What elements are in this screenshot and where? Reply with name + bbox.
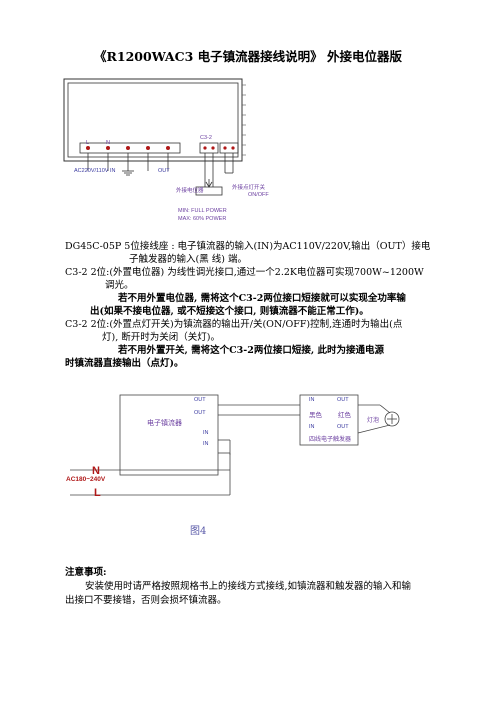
igniter-label: 四线电子触发器 bbox=[309, 437, 352, 443]
lamp-label: 灯泡 bbox=[367, 418, 380, 424]
notes-line-1: 安装使用时请严格按照规格书上的接线方式接线,如镇流器和触发器的输入和输 bbox=[85, 581, 412, 592]
notes-heading: 注意事项: bbox=[65, 567, 107, 578]
c3-connector-label: C3-2 bbox=[200, 135, 212, 141]
description-line-8: 灯), 断开时为关闭（关灯)。 bbox=[102, 332, 220, 343]
description-line-3: C3-2 2位:(外置电位器) 为线性调光接口,通过一个2.2K电位器可实现70… bbox=[65, 267, 424, 278]
switch-label: 外接点灯开关 bbox=[232, 185, 266, 191]
igniter-out-2: OUT bbox=[337, 424, 349, 430]
potentiometer-label: 外接电位器 bbox=[176, 188, 204, 194]
l-line-label: L bbox=[94, 487, 101, 499]
description-line-5: 若不用外置电位器, 需将这个C3-2两位接口短接就可以实现全功率输 bbox=[118, 293, 406, 304]
ballast-out-2: OUT bbox=[194, 410, 206, 416]
igniter-in-2: IN bbox=[309, 424, 315, 430]
wiring-diagram-2-svg bbox=[70, 394, 400, 496]
description-line-7: C3-2 2位:(外置点灯开关)为镇流器的输出开/关(ON/OFF)控制,连通时… bbox=[65, 319, 403, 330]
page-title: 《R1200WAC3 电子镇流器接线说明》 外接电位器版 bbox=[94, 49, 402, 64]
onoff-label: ON/OFF bbox=[248, 192, 269, 198]
description-line-4: 调光。 bbox=[105, 280, 134, 291]
black-wire-label: 黑色 bbox=[309, 412, 322, 419]
ac-input-label: AC220V/110V IN bbox=[74, 168, 116, 174]
ac-voltage-label: AC180~240V bbox=[66, 476, 106, 483]
description-line-10: 时镇流器直接输出（点灯)。 bbox=[65, 358, 184, 369]
output-label: OUT bbox=[158, 168, 170, 174]
wiring-diagram-2 bbox=[60, 385, 410, 510]
description-line-1: DG45C-05P 5位接线座 : 电子镇流器的输入(IN)为AC110V/22… bbox=[65, 241, 431, 252]
description-line-2: 子触发器的输入(黑 线) 端。 bbox=[129, 254, 247, 265]
description-line-9: 若不用外置开关, 需将这个C3-2两位接口短接, 此时为接通电源 bbox=[118, 345, 384, 356]
ballast-in-1: IN bbox=[203, 430, 209, 436]
igniter-in-1: IN bbox=[309, 397, 315, 403]
ballast-label: 电子镇流器 bbox=[147, 420, 182, 427]
ballast-in-2: IN bbox=[203, 441, 209, 447]
max-power-label: MAX: 60% POWER bbox=[178, 216, 227, 222]
notes-line-2: 出接口不要接错，否则会损坏镇流器。 bbox=[65, 595, 227, 606]
wiring-diagram-1 bbox=[60, 75, 320, 220]
figure-caption: 图4 bbox=[190, 526, 207, 537]
ballast-out-1: OUT bbox=[194, 397, 206, 403]
red-wire-label: 红色 bbox=[338, 412, 351, 419]
min-power-label: MIN: FULL POWER bbox=[178, 208, 227, 214]
n-terminal-label: N bbox=[106, 140, 110, 146]
igniter-out-1: OUT bbox=[337, 397, 349, 403]
n-line-label: N bbox=[92, 465, 100, 477]
description-line-6: 出(如果不接电位器, 或不短接这个接口, 则镇流器不能正常工作)。 bbox=[90, 306, 369, 317]
wiring-diagram-1-svg bbox=[63, 78, 246, 196]
l-terminal-label: L bbox=[86, 140, 90, 146]
